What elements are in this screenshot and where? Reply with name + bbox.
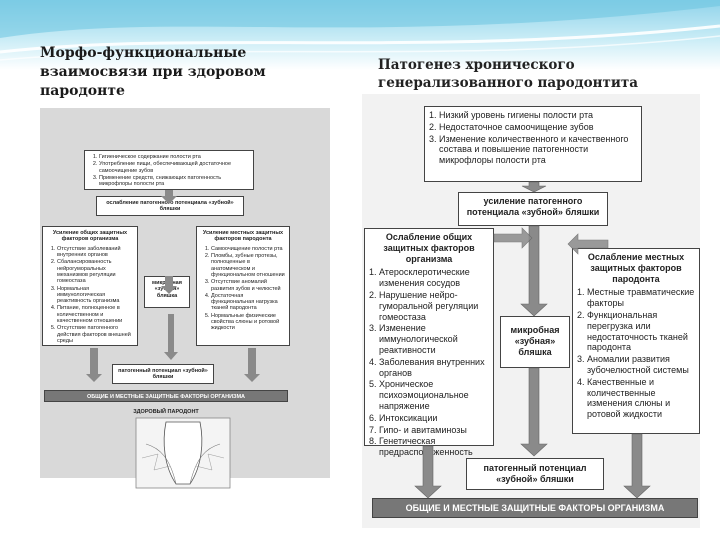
left-local-1: Самоочищение полости рта xyxy=(211,246,285,252)
left-cause-1: Гигиеническое содержание полости рта xyxy=(99,154,249,160)
left-arrows xyxy=(86,190,260,382)
right-local-3: Аномалии развития зубочелюстной системы xyxy=(587,354,695,376)
right-local-2: Функциональная перегрузка или недостаточ… xyxy=(587,310,695,353)
right-pathogenic-potential-box: патогенный потенциал «зубной» бляшки xyxy=(466,458,604,490)
right-general-1: Атеросклеротические изменения сосудов xyxy=(379,267,489,289)
left-healthy-label: ЗДОРОВЫЙ ПАРОДОНТ xyxy=(133,409,199,415)
right-local-title: Ослабление местных защитных факторов пар… xyxy=(587,252,685,284)
right-general-3: Изменение иммунологической реактивности xyxy=(379,323,489,355)
right-general-title: Ослабление общих защитных факторов орган… xyxy=(383,232,475,264)
right-general-factors-box: Ослабление общих защитных факторов орган… xyxy=(364,228,494,457)
right-general-6: Интоксикации xyxy=(379,413,489,424)
left-general-factors-box: Усиление общих защитных факторов организ… xyxy=(42,226,138,346)
right-cause-2: Недостаточное самоочищение зубов xyxy=(439,122,637,133)
right-microbial-plaque-box: микробная «зубная» бляшка xyxy=(500,316,570,368)
right-arrows xyxy=(414,181,651,499)
left-local-3: Отсутствие аномалий развития зубов и чел… xyxy=(211,279,285,292)
right-local-factors-box: Ослабление местных защитных факторов пар… xyxy=(572,248,700,434)
right-cause-3: Изменение количественного и качественног… xyxy=(439,134,637,166)
left-top-causes: Гигиеническое содержание полости рта Упо… xyxy=(84,150,254,190)
right-slide-title: Патогенез хронического генерализованного… xyxy=(378,57,638,92)
left-pathogenic-potential-box: патогенный потенциал «зубной» бляшки xyxy=(112,364,214,384)
left-general-title: Усиление общих защитных факторов организ… xyxy=(52,230,128,243)
right-local-1: Местные травматические факторы xyxy=(587,287,695,309)
right-top-causes: Низкий уровень гигиены полости рта Недос… xyxy=(424,106,642,182)
periodontium-illustration xyxy=(135,417,231,489)
right-bottom-bar: ОБЩИЕ И МЕСТНЫЕ ЗАЩИТНЫЕ ФАКТОРЫ ОРГАНИЗ… xyxy=(372,498,698,518)
left-local-4: Достаточная функциональная нагрузка ткан… xyxy=(211,293,285,312)
left-general-1: Отсутствие заболеваний внутренних органо… xyxy=(57,246,133,259)
right-cause-1: Низкий уровень гигиены полости рта xyxy=(439,110,637,121)
left-general-5: Отсутствие патогенного действия факторов… xyxy=(57,325,133,344)
left-local-factors-box: Усиление местных защитных факторов парод… xyxy=(196,226,290,346)
left-general-4: Питание, полноценное в количественном и … xyxy=(57,305,133,324)
right-local-4: Качественные и количественные изменения … xyxy=(587,377,695,420)
left-local-2: Пломбы, зубные протезы, полноценные в ан… xyxy=(211,253,285,278)
left-cause-2: Употребление пищи, обеспечивающей достат… xyxy=(99,161,249,174)
right-general-4: Заболевания внутренних органов xyxy=(379,357,489,379)
left-local-title: Усиление местных защитных факторов парод… xyxy=(202,230,284,243)
right-general-2: Нарушение нейро-гуморальной регуляции го… xyxy=(379,290,489,322)
left-cause-3: Применение средств, снижающих патогеннос… xyxy=(99,175,249,188)
left-slide-title: Морфо-функциональные взаимосвязи при здо… xyxy=(40,45,266,99)
right-general-7: Гипо- и авитаминозы xyxy=(379,425,489,436)
left-general-2: Сбалансированность нейрогуморальных меха… xyxy=(57,259,133,284)
left-general-3: Нормальная иммунологическая реактивность… xyxy=(57,286,133,305)
right-amplification-box: усиление патогенного потенциала «зубной»… xyxy=(458,192,608,226)
left-local-5: Нормальные физические свойства слюны и р… xyxy=(211,313,285,332)
right-general-5: Хроническое психоэмоциональное напряжени… xyxy=(379,379,489,411)
header-swoosh xyxy=(0,0,720,61)
left-bottom-bar: ОБЩИЕ И МЕСТНЫЕ ЗАЩИТНЫЕ ФАКТОРЫ ОРГАНИЗ… xyxy=(44,390,288,402)
